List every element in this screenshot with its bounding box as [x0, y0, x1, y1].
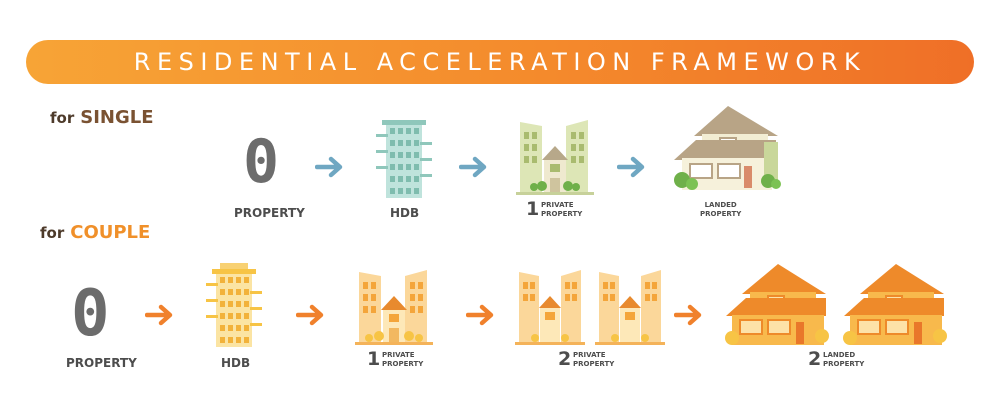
landed-house-icon [668, 104, 784, 192]
hdb-building-icon [202, 263, 266, 349]
single-landed-line1: LANDED [704, 201, 737, 209]
couple-private1-line1: PRIVATE [382, 351, 415, 359]
single-row-label: for SINGLE [50, 107, 154, 128]
couple-row-label: for COUPLE [40, 222, 150, 243]
private-property-icon [516, 116, 594, 196]
single-private-line2: PROPERTY [541, 210, 583, 218]
arrow-right-icon [459, 156, 489, 178]
private-property-icon [515, 266, 667, 346]
couple-hdb-label: HDB [221, 356, 251, 370]
couple-landed-number: 2 [808, 348, 822, 370]
couple-private2-line2: PROPERTY [573, 360, 615, 368]
couple-zero: 0 [71, 277, 110, 351]
couple-landed-caption: LANDED PROPERTY [823, 351, 864, 369]
single-landed-caption: LANDED PROPERTY [700, 201, 741, 219]
couple-property-label: PROPERTY [66, 356, 137, 370]
private-property-icon [355, 266, 433, 346]
arrow-right-icon [315, 156, 345, 178]
arrow-right-icon [466, 304, 496, 326]
single-zero: 0 [243, 127, 280, 197]
couple-private2-caption: PRIVATE PROPERTY [573, 351, 614, 369]
single-hdb-label: HDB [390, 206, 420, 220]
couple-label-prefix: for [40, 224, 65, 242]
couple-private1-caption: PRIVATE PROPERTY [382, 351, 423, 369]
landed-house-icon [722, 260, 952, 348]
couple-private1-line2: PROPERTY [382, 360, 424, 368]
hdb-building-icon [372, 116, 436, 200]
single-label-prefix: for [50, 109, 75, 127]
arrow-right-icon [674, 304, 704, 326]
couple-landed-line1: LANDED [823, 351, 856, 359]
arrow-right-icon [617, 156, 647, 178]
couple-private2-line1: PRIVATE [573, 351, 606, 359]
arrow-right-icon [296, 304, 326, 326]
single-label-highlight: SINGLE [80, 107, 154, 128]
title-banner: RESIDENTIAL ACCELERATION FRAMEWORK [26, 40, 974, 84]
arrow-right-icon [145, 304, 175, 326]
banner-title: RESIDENTIAL ACCELERATION FRAMEWORK [133, 48, 867, 76]
single-private-line1: PRIVATE [541, 201, 574, 209]
couple-label-highlight: COUPLE [70, 222, 151, 243]
couple-landed-line2: PROPERTY [823, 360, 865, 368]
couple-private1-number: 1 [367, 348, 381, 370]
single-landed-line2: PROPERTY [700, 210, 742, 218]
couple-private2-number: 2 [558, 348, 572, 370]
single-private-caption: PRIVATE PROPERTY [541, 201, 582, 219]
single-property-label: PROPERTY [234, 206, 305, 220]
single-private-number: 1 [526, 198, 540, 220]
